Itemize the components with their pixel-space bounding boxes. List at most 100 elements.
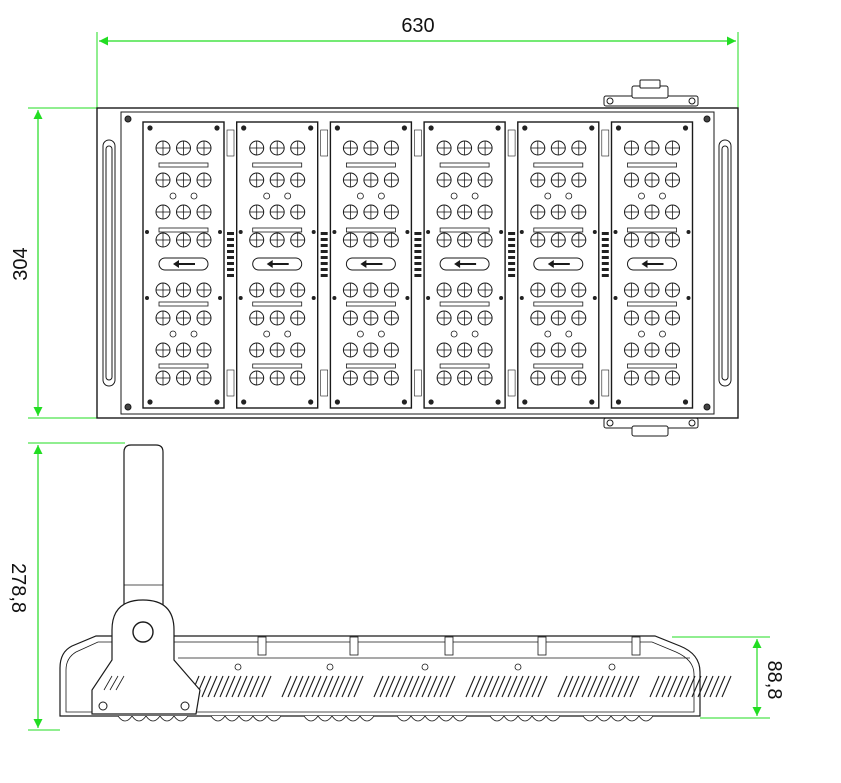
vent-group: [557, 675, 640, 698]
led-lens: [550, 342, 566, 358]
led-lens: [644, 232, 660, 248]
led-lens: [530, 172, 546, 188]
led-lens: [269, 370, 285, 386]
led-lens: [363, 282, 379, 298]
led-lens: [383, 310, 399, 326]
led-lens: [176, 204, 191, 220]
led-lens: [290, 204, 306, 220]
vent-group: [465, 675, 548, 698]
module-connector: [414, 129, 422, 397]
led-lens: [196, 342, 212, 358]
led-lens: [269, 342, 285, 358]
led-lens: [383, 140, 399, 156]
lens-bump-group: [117, 715, 189, 722]
led-lens: [342, 282, 358, 298]
led-lens: [196, 140, 212, 156]
led-lens: [457, 310, 473, 326]
led-lens: [269, 310, 285, 326]
led-lens: [644, 370, 660, 386]
led-lens: [550, 140, 566, 156]
led-lens: [269, 232, 285, 248]
led-lens: [644, 282, 660, 298]
led-lens: [530, 370, 546, 386]
led-lens: [477, 232, 493, 248]
led-lens: [624, 370, 639, 386]
led-lens: [436, 140, 452, 156]
lens-bump-group: [396, 715, 468, 722]
led-lens: [477, 370, 493, 386]
led-lens: [571, 172, 587, 188]
led-lens: [176, 342, 191, 358]
led-lens: [457, 342, 473, 358]
led-lens: [363, 342, 379, 358]
led-lens: [644, 310, 660, 326]
led-modules: [142, 121, 694, 409]
led-lens: [571, 370, 587, 386]
module-connector: [320, 129, 329, 397]
led-lens: [624, 342, 639, 358]
arrow-slot: [533, 257, 584, 271]
led-lens: [290, 370, 306, 386]
led-lens: [530, 140, 546, 156]
led-lens: [290, 342, 306, 358]
led-module: [517, 121, 600, 409]
led-lens: [477, 310, 493, 326]
led-lens: [290, 310, 306, 326]
top-fins: [257, 636, 641, 656]
led-lens: [530, 204, 546, 220]
led-lens: [530, 232, 546, 248]
vent-group: [373, 675, 456, 698]
led-lens: [477, 140, 493, 156]
led-lens: [571, 232, 587, 248]
led-lens: [457, 204, 473, 220]
led-lens: [155, 140, 171, 156]
led-lens: [665, 282, 680, 298]
vent-group: [189, 675, 272, 698]
led-module: [329, 121, 413, 409]
led-lens: [530, 310, 546, 326]
led-lens: [477, 282, 493, 298]
led-lens: [665, 232, 680, 248]
height-side-label: 278,8: [7, 563, 29, 613]
led-lens: [196, 172, 212, 188]
dimension-width: 630: [96, 15, 739, 108]
led-lens: [644, 204, 660, 220]
led-lens: [155, 172, 171, 188]
led-lens: [249, 140, 265, 156]
arrow-slot: [627, 257, 677, 271]
led-lens: [665, 204, 680, 220]
led-lens: [550, 232, 566, 248]
led-lens: [383, 282, 399, 298]
arrow-slot: [439, 257, 490, 271]
vent-group: [281, 675, 364, 698]
led-lens: [665, 342, 680, 358]
led-lens: [530, 282, 546, 298]
module-connector: [507, 129, 516, 397]
led-lens: [383, 232, 399, 248]
led-lens: [457, 370, 473, 386]
led-lens: [269, 172, 285, 188]
led-lens: [249, 204, 265, 220]
led-lens: [457, 282, 473, 298]
led-lens: [249, 342, 265, 358]
led-lens: [665, 172, 680, 188]
bracket-arm: [123, 444, 164, 611]
led-lens: [249, 370, 265, 386]
led-lens: [290, 232, 306, 248]
led-lens: [290, 282, 306, 298]
led-lens: [457, 232, 473, 248]
led-lens: [571, 342, 587, 358]
led-lens: [249, 282, 265, 298]
top-view: [96, 79, 739, 437]
led-lens: [624, 204, 639, 220]
led-lens: [269, 282, 285, 298]
top-mount-bracket: [603, 79, 699, 107]
lens-bump-group: [582, 715, 654, 722]
led-lens: [249, 310, 265, 326]
led-lens: [477, 342, 493, 358]
led-lens: [550, 282, 566, 298]
led-lens: [176, 282, 191, 298]
lens-bumps: [117, 715, 654, 722]
led-lens: [196, 232, 212, 248]
dimension-height-side: 278,8: [7, 442, 125, 731]
